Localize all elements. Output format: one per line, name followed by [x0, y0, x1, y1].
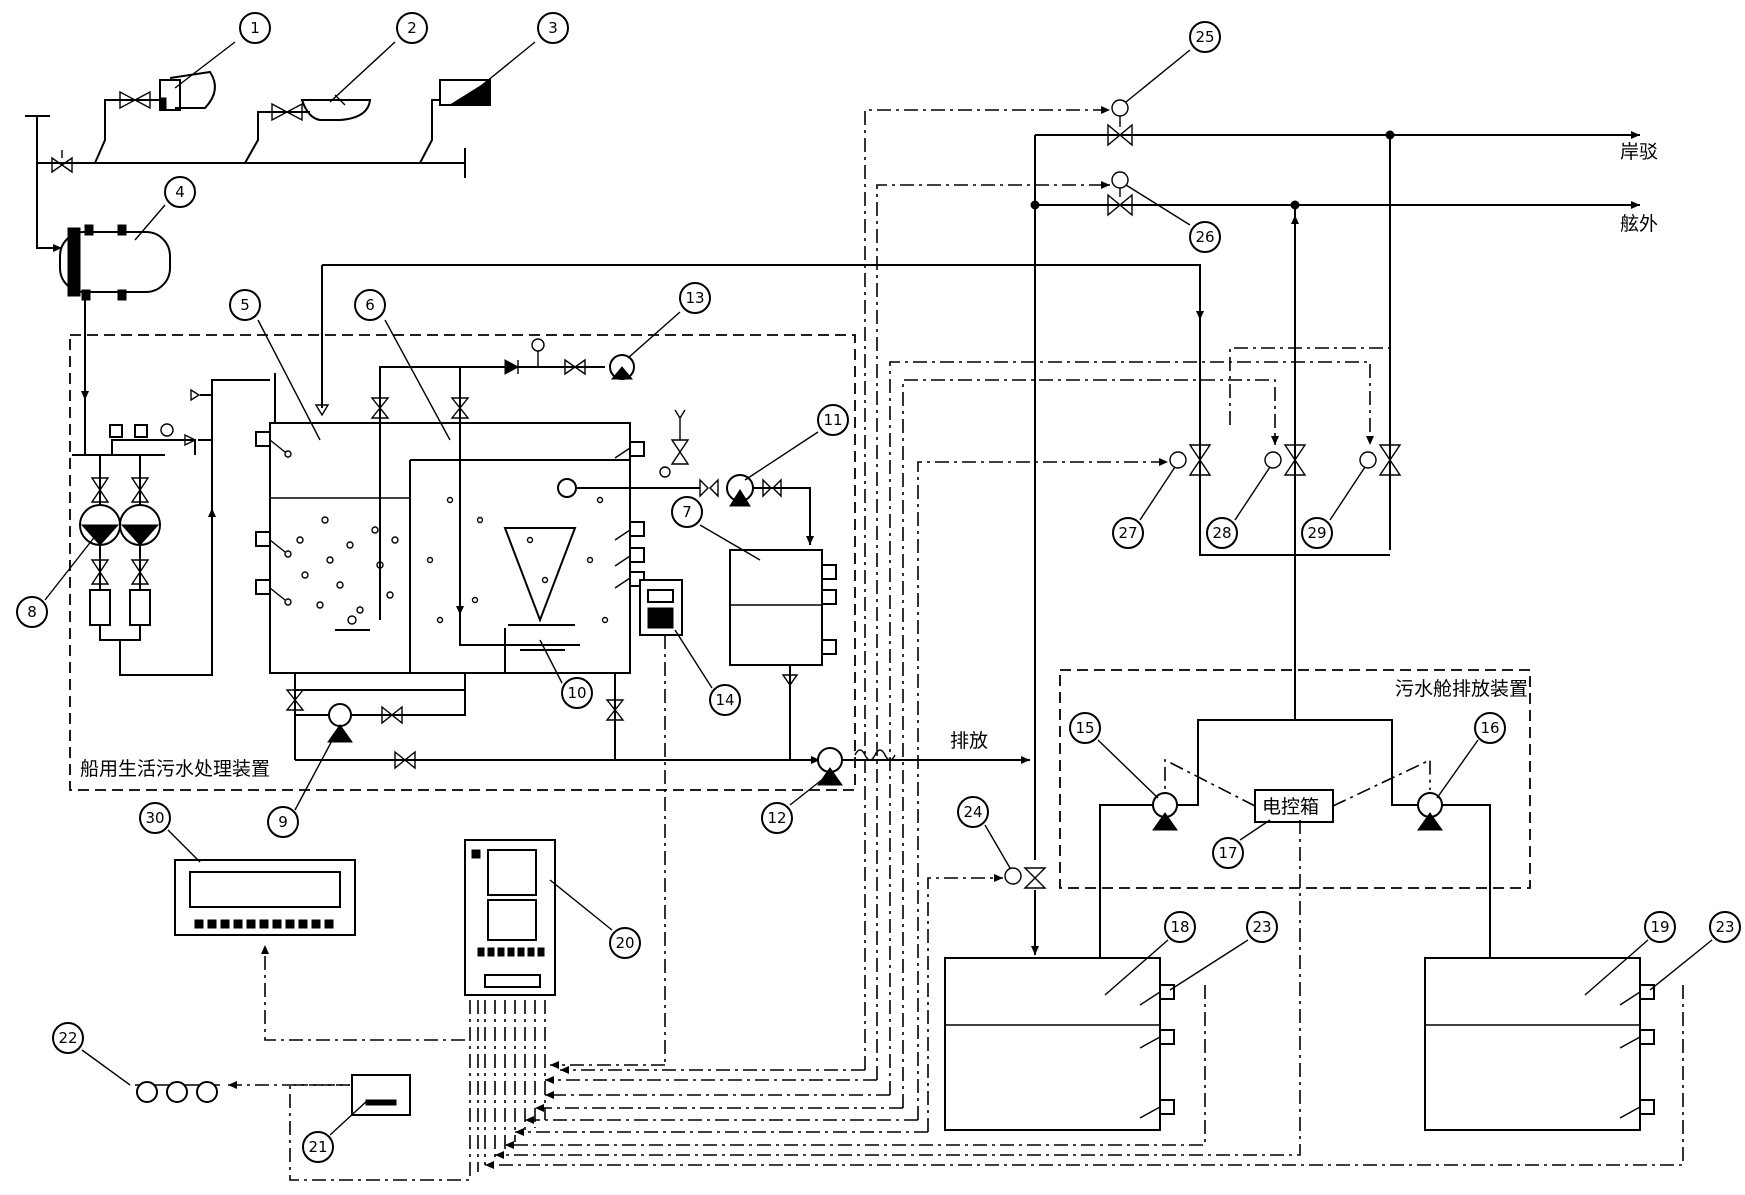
label-discharge-unit: 污水舱排放装置 — [1395, 678, 1528, 700]
tank-7 — [729, 549, 837, 760]
callout-26: 26 — [1125, 184, 1221, 253]
callout-22: 22 — [52, 1022, 131, 1086]
alarm-monitor-30 — [174, 859, 356, 936]
indicator-lights-22 — [135, 1081, 350, 1103]
callout-11: 11 — [744, 404, 849, 481]
callout-18: 18 — [1104, 911, 1196, 996]
svg-text:16: 16 — [1480, 719, 1499, 737]
svg-text:10: 10 — [567, 684, 586, 702]
toilet-fixtures — [25, 70, 491, 252]
label-treatment-unit: 船用生活污水处理装置 — [80, 758, 270, 780]
discharge-unit-boundary — [1059, 669, 1531, 889]
callout-17: 17 — [1212, 819, 1271, 869]
svg-text:6: 6 — [365, 296, 375, 314]
callout-15: 15 — [1069, 712, 1159, 799]
filter-group-8 — [72, 373, 276, 676]
svg-text:4: 4 — [175, 183, 185, 201]
svg-text:21: 21 — [308, 1138, 327, 1156]
svg-text:26: 26 — [1195, 228, 1214, 246]
callout-10: 10 — [539, 639, 593, 709]
control-cabinet-20 — [464, 839, 556, 996]
svg-text:18: 18 — [1170, 918, 1189, 936]
callout-16: 16 — [1436, 712, 1506, 799]
sewage-tank-19 — [1424, 957, 1655, 1131]
svg-text:24: 24 — [963, 803, 982, 821]
callout-23b: 23 — [1649, 911, 1741, 991]
callout-7: 7 — [671, 496, 761, 561]
callout-21: 21 — [302, 1099, 369, 1163]
callout-25: 25 — [1125, 21, 1221, 103]
svg-text:1: 1 — [250, 19, 260, 37]
svg-text:19: 19 — [1650, 918, 1669, 936]
label-control-box: 电控箱 — [1262, 796, 1319, 818]
callout-5: 5 — [229, 289, 321, 441]
callout-20: 20 — [549, 879, 641, 959]
header-pipe — [322, 264, 1204, 460]
callout-1: 1 — [174, 12, 271, 89]
callout-2: 2 — [329, 12, 428, 103]
svg-text:30: 30 — [145, 809, 164, 827]
svg-text:12: 12 — [767, 809, 786, 827]
discharge-piping — [1004, 99, 1640, 955]
svg-text:2: 2 — [407, 19, 417, 37]
callout-8: 8 — [16, 529, 101, 628]
control-signal-lines — [261, 106, 1684, 1181]
svg-text:15: 15 — [1075, 719, 1094, 737]
svg-text:20: 20 — [615, 934, 634, 952]
label-discharge: 排放 — [950, 730, 988, 752]
callout-23a: 23 — [1169, 911, 1278, 991]
callout-24: 24 — [957, 796, 1011, 869]
callout-27: 27 — [1112, 466, 1176, 549]
svg-text:23: 23 — [1715, 918, 1734, 936]
svg-text:7: 7 — [682, 503, 692, 521]
junction-box-21 — [351, 1074, 411, 1116]
label-overboard: 舷外 — [1620, 213, 1658, 235]
callout-30: 30 — [139, 802, 201, 863]
svg-text:13: 13 — [685, 289, 704, 307]
callout-28: 28 — [1206, 466, 1271, 549]
svg-text:28: 28 — [1212, 524, 1231, 542]
sewage-tank-18 — [944, 957, 1175, 1131]
treatment-tank — [255, 265, 820, 770]
discharge-pumps — [1099, 789, 1491, 1085]
svg-text:22: 22 — [58, 1029, 77, 1047]
aeration-bubbles — [296, 496, 609, 624]
callout-14: 14 — [674, 629, 741, 716]
svg-text:11: 11 — [823, 411, 842, 429]
callout-9: 9 — [267, 734, 336, 838]
callout-12: 12 — [761, 774, 829, 834]
callout-13: 13 — [627, 282, 711, 359]
svg-text:5: 5 — [240, 296, 250, 314]
label-shore: 岸驳 — [1620, 141, 1658, 163]
callout-3: 3 — [469, 12, 569, 96]
callout-6: 6 — [354, 289, 451, 441]
collection-tank-4 — [59, 224, 171, 400]
svg-text:25: 25 — [1195, 28, 1214, 46]
pump-12 — [817, 747, 1030, 786]
callout-4: 4 — [134, 176, 196, 241]
treatment-unit-boundary — [69, 334, 856, 791]
svg-text:3: 3 — [548, 19, 558, 37]
callout-bubbles: 1 2 3 4 5 6 7 8 9 10 11 12 13 14 15 16 1… — [16, 12, 1741, 1163]
svg-text:8: 8 — [27, 603, 37, 621]
callout-29: 29 — [1301, 466, 1366, 549]
control-panel-14 — [639, 579, 683, 1065]
svg-text:17: 17 — [1218, 844, 1237, 862]
svg-text:27: 27 — [1118, 524, 1137, 542]
svg-text:29: 29 — [1307, 524, 1326, 542]
svg-text:14: 14 — [715, 691, 734, 709]
callout-19: 19 — [1584, 911, 1676, 996]
svg-text:9: 9 — [278, 813, 288, 831]
svg-text:23: 23 — [1252, 918, 1271, 936]
